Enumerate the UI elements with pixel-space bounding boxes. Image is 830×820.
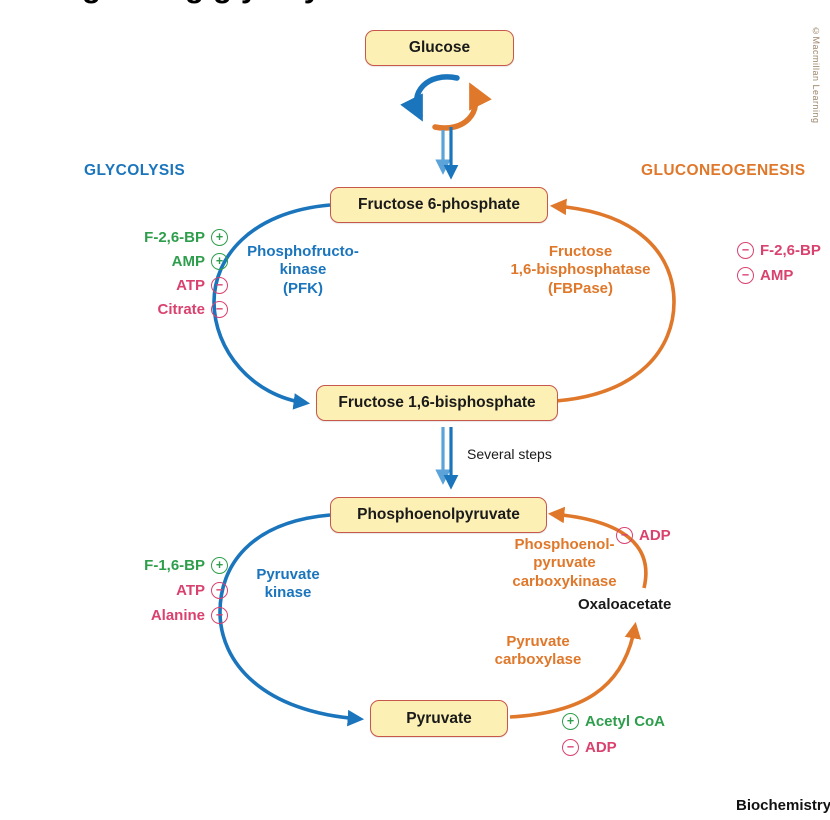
minus-circle-icon: − bbox=[211, 582, 228, 599]
pep-box: Phosphoenolpyruvate bbox=[330, 497, 547, 533]
regulator-label: F-2,6-BP bbox=[144, 229, 205, 246]
plus-circle-icon: + bbox=[211, 557, 228, 574]
f16bp-box: Fructose 1,6-bisphosphate bbox=[316, 385, 558, 421]
figure-title-partial: Regulating glycolysis bbox=[42, 0, 365, 5]
pfk-label: Phosphofructo- kinase (PFK) bbox=[247, 243, 359, 297]
glucose-box: Glucose bbox=[365, 30, 514, 66]
regulator-label: AMP bbox=[171, 253, 205, 270]
regulator-row: − F-2,6-BP bbox=[737, 242, 821, 259]
minus-circle-icon: − bbox=[562, 739, 579, 756]
regulator-label: ADP bbox=[585, 739, 617, 756]
gluconeogenesis-header: GLUCONEOGENESIS bbox=[641, 162, 806, 179]
caption-biochemistry: Biochemistry bbox=[736, 797, 830, 814]
minus-circle-icon: − bbox=[211, 277, 228, 294]
glycolysis-header: GLYCOLYSIS bbox=[84, 162, 186, 179]
regulator-row: − ADP bbox=[562, 739, 617, 756]
pfk-arrow bbox=[212, 203, 331, 410]
regulator-label: AMP bbox=[760, 267, 794, 284]
f6p-box: Fructose 6-phosphate bbox=[330, 187, 548, 223]
pyruvate-carboxylase-arrow bbox=[509, 621, 642, 719]
regulator-row: ATP − bbox=[176, 277, 228, 294]
minus-circle-icon: − bbox=[737, 242, 754, 259]
minus-circle-icon: − bbox=[211, 301, 228, 318]
regulator-row: Alanine − bbox=[151, 607, 228, 624]
regulator-row: F-1,6-BP + bbox=[144, 557, 228, 574]
regulator-label: ATP bbox=[176, 277, 205, 294]
regulator-label: Alanine bbox=[150, 607, 205, 624]
regulator-row: − ADP bbox=[616, 527, 671, 544]
pyruvate-kinase-arrow bbox=[218, 513, 365, 727]
regulator-row: Citrate − bbox=[157, 301, 228, 318]
regulator-row: F-2,6-BP + bbox=[144, 229, 228, 246]
pyruvate-kinase-regulators: F-1,6-BP + ATP − Alanine − bbox=[80, 557, 228, 624]
pyruvate-carboxylase-regulators: + Acetyl CoA − ADP bbox=[562, 713, 665, 756]
fbpase-regulators: − F-2,6-BP − AMP bbox=[737, 242, 821, 284]
fbpase-arrow bbox=[549, 198, 676, 403]
pyruvate-kinase-label: Pyruvate kinase bbox=[256, 566, 320, 602]
regulator-label: Citrate bbox=[157, 301, 205, 318]
regulator-row: ATP − bbox=[176, 582, 228, 599]
plus-circle-icon: + bbox=[211, 229, 228, 246]
regulator-row: AMP + bbox=[172, 253, 228, 270]
regulator-row: + Acetyl CoA bbox=[562, 713, 665, 730]
pepck-regulators: − ADP bbox=[616, 527, 671, 544]
minus-circle-icon: − bbox=[737, 267, 754, 284]
minus-circle-icon: − bbox=[616, 527, 633, 544]
plus-circle-icon: + bbox=[211, 253, 228, 270]
copyright-watermark: ©Macmillan Learning bbox=[811, 26, 821, 124]
pepck-label: Phosphoenol- pyruvate carboxykinase bbox=[512, 536, 617, 590]
glucose-cycle-blue-arrow bbox=[400, 74, 460, 122]
pfk-regulators: F-2,6-BP + AMP + ATP − Citrate − bbox=[78, 229, 228, 318]
minus-circle-icon: − bbox=[211, 607, 228, 624]
regulator-label: F-1,6-BP bbox=[144, 557, 205, 574]
regulator-label: Acetyl CoA bbox=[585, 713, 666, 730]
oxaloacetate-label: Oxaloacetate bbox=[578, 596, 672, 613]
fbpase-label: Fructose 1,6-bisphosphatase (FBPase) bbox=[510, 243, 651, 297]
plus-circle-icon: + bbox=[562, 713, 579, 730]
glucose-cycle-orange-arrow bbox=[432, 82, 492, 131]
regulator-label: F-2,6-BP bbox=[760, 242, 821, 259]
regulator-label: ATP bbox=[176, 582, 205, 599]
regulator-row: − AMP bbox=[737, 267, 793, 284]
regulator-label: ADP bbox=[639, 527, 671, 544]
several-steps-label: Several steps bbox=[467, 446, 552, 462]
pyruvate-carboxylase-label: Pyruvate carboxylase bbox=[494, 633, 582, 669]
pyruvate-box: Pyruvate bbox=[370, 700, 508, 737]
